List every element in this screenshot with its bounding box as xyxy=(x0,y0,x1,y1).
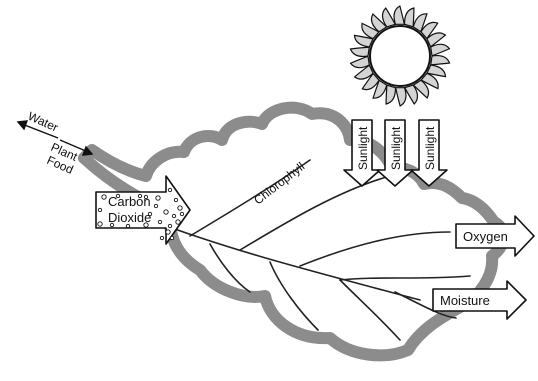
co2-bubble xyxy=(164,210,168,214)
co2-bubble xyxy=(168,188,171,191)
sun-ray xyxy=(431,44,450,56)
sunlight-label-2: Sunlight xyxy=(389,126,403,170)
sun-ray xyxy=(386,85,395,104)
moisture-label: Moisture xyxy=(440,293,490,308)
co2-bubble xyxy=(170,236,173,239)
co2-bubble xyxy=(156,196,160,200)
co2-bubble xyxy=(172,214,175,217)
water-label: Water xyxy=(26,109,61,135)
oxygen-label: Oxygen xyxy=(463,229,508,244)
co2-bubble xyxy=(160,236,163,239)
co2-bubble xyxy=(158,220,161,223)
sunlight-label-3: Sunlight xyxy=(423,126,437,170)
sun-ray xyxy=(405,85,418,104)
chlorophyll-label: Chlorophyll xyxy=(251,159,307,207)
co2-bubble xyxy=(176,220,180,224)
sun-ray xyxy=(396,88,406,106)
co2-bubble xyxy=(180,212,183,215)
sun-ray xyxy=(394,6,404,24)
sun-ray xyxy=(383,8,396,27)
carbon-dioxide-label-line2: Dioxide xyxy=(108,210,151,225)
sun-ray xyxy=(405,8,414,27)
water-plant-food-group: Water Plant Food xyxy=(18,109,92,177)
co2-bubble xyxy=(174,198,177,201)
co2-bubble xyxy=(166,230,170,234)
carbon-dioxide-label-line1: Carbon xyxy=(108,194,151,209)
sun-disc xyxy=(370,26,430,86)
co2-bubble xyxy=(98,222,102,226)
co2-bubble xyxy=(154,204,157,207)
co2-bubble xyxy=(98,208,101,211)
co2-bubble xyxy=(168,224,171,227)
co2-bubble xyxy=(178,206,182,210)
sun-icon xyxy=(350,6,449,106)
sun-ray xyxy=(431,56,450,65)
sun-ray xyxy=(350,47,369,56)
sunlight-label-1: Sunlight xyxy=(356,126,370,170)
sun-ray xyxy=(351,56,370,68)
co2-bubble xyxy=(102,195,106,199)
